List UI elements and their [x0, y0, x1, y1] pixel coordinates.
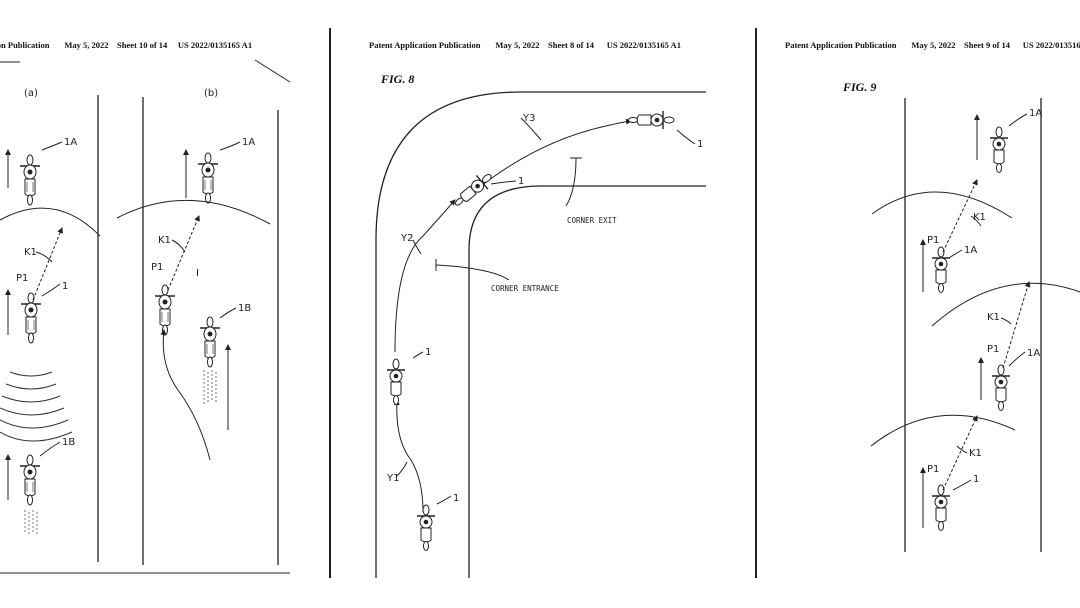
corner-entrance-label: CORNER ENTRANCE	[491, 284, 559, 293]
label-k1: K1	[969, 448, 982, 459]
patent-number: US 2022/0135165 A1	[177, 40, 253, 50]
label-p1: P1	[927, 464, 939, 475]
publication-label: Patent Application Publication	[0, 40, 50, 50]
trajectory-y3	[480, 118, 632, 187]
motorcycle-1a-icon	[991, 364, 1011, 412]
label-1b: 1B	[62, 437, 75, 448]
patent-number: US 2022/0135165 A1	[1022, 40, 1080, 50]
trajectory-y2	[394, 199, 456, 353]
motorcycle-ego-icon	[931, 246, 951, 294]
detection-zone-arc	[116, 199, 271, 225]
subfigure-a-label: (a)	[24, 88, 38, 99]
motorcycle-ego-icon	[931, 484, 951, 532]
detection-zone-arc	[870, 414, 1016, 447]
label-1b: 1B	[238, 303, 251, 314]
motorcycle-1b-icon	[199, 316, 221, 368]
label-1a: 1A	[64, 137, 77, 148]
label-vehicle: 1	[453, 493, 459, 504]
label-p1: P1	[151, 262, 163, 273]
label-y2: Y2	[400, 233, 413, 244]
motorcycle-1a-icon	[19, 154, 41, 206]
sheet-divider	[329, 28, 331, 578]
label-ego: 1	[973, 474, 979, 485]
label-vehicle: 1	[697, 139, 703, 150]
label-vehicle: 1	[425, 347, 431, 358]
publication-date: May 5, 2022	[64, 40, 109, 50]
sheet-divider	[755, 28, 757, 578]
label-k1: K1	[24, 247, 37, 258]
motorcycle-ego-icon	[20, 292, 42, 344]
label-k1: K1	[973, 212, 986, 223]
corner-exit-label: CORNER EXIT	[567, 216, 617, 225]
label-p1: P1	[987, 344, 999, 355]
sheet-10-header: Patent Application Publication May 5, 20…	[0, 40, 252, 50]
label-k1: K1	[158, 235, 171, 246]
detection-zone-arc	[871, 191, 1013, 219]
road-inner-edge	[468, 185, 706, 578]
patent-sheet-10: Patent Application Publication May 5, 20…	[0, 0, 329, 608]
detection-zone-arc	[931, 282, 1080, 327]
motorcycle-icon	[386, 358, 406, 406]
motorcycle-icon	[627, 110, 675, 130]
label-1a: 1A	[1027, 348, 1040, 359]
sheet-number: Sheet 8 of 14	[548, 40, 595, 50]
publication-label: Patent Application Publication	[785, 40, 897, 50]
fig-9-drawing: 1A 1A 1A K1 K1 K1 P1 P1 P1 1	[870, 98, 1080, 552]
fig-10-drawing: (a) (b) 1A 1A K1 K1 P1 P1 1 I 1B 1B	[0, 59, 291, 574]
label-1a: 1A	[1029, 108, 1042, 119]
label-1a: 1A	[242, 137, 255, 148]
label-k1: K1	[987, 312, 1000, 323]
publication-date: May 5, 2022	[495, 40, 540, 50]
patent-number: US 2022/0135165 A1	[606, 40, 681, 50]
label-ego: 1	[62, 281, 68, 292]
label-ego: I	[196, 268, 199, 279]
patent-sheet-8: Patent Application Publication May 5, 20…	[331, 0, 755, 608]
motorcycle-1b-icon	[19, 454, 41, 506]
motorcycle-1a-icon	[989, 126, 1009, 174]
sheet-number: Sheet 10 of 14	[117, 40, 168, 50]
label-vehicle: 1	[518, 176, 524, 187]
publication-date: May 5, 2022	[911, 40, 956, 50]
motorcycle-icon	[416, 504, 436, 552]
subfigure-b-label: (b)	[204, 88, 218, 99]
figure-8-title: FIG. 8	[381, 72, 415, 86]
figure-9-title: FIG. 9	[843, 80, 877, 94]
sheet-8-header: Patent Application Publication May 5, 20…	[369, 40, 681, 50]
trajectory-y1	[393, 399, 424, 513]
label-y3: Y3	[522, 113, 535, 124]
sheet-number: Sheet 9 of 14	[964, 40, 1011, 50]
road-outer-edge	[375, 91, 706, 578]
motorcycle-ego-icon	[154, 284, 176, 336]
sheet-9-header: Patent Application Publication May 5, 20…	[785, 40, 1080, 50]
fig-8-drawing: Y1 Y2 Y3 1 1 1 1 CORNER ENTRANCE CORNER …	[375, 91, 706, 578]
publication-label: Patent Application Publication	[369, 40, 481, 50]
motorcycle-leaning-icon	[449, 167, 498, 213]
label-p1: P1	[927, 235, 939, 246]
detection-zone-arc	[0, 207, 101, 237]
label-y1: Y1	[386, 473, 399, 484]
motorcycle-1a-icon	[197, 152, 219, 204]
label-1a: 1A	[964, 245, 977, 256]
label-p1: P1	[16, 273, 28, 284]
patent-sheet-9: Patent Application Publication May 5, 20…	[757, 0, 1080, 608]
